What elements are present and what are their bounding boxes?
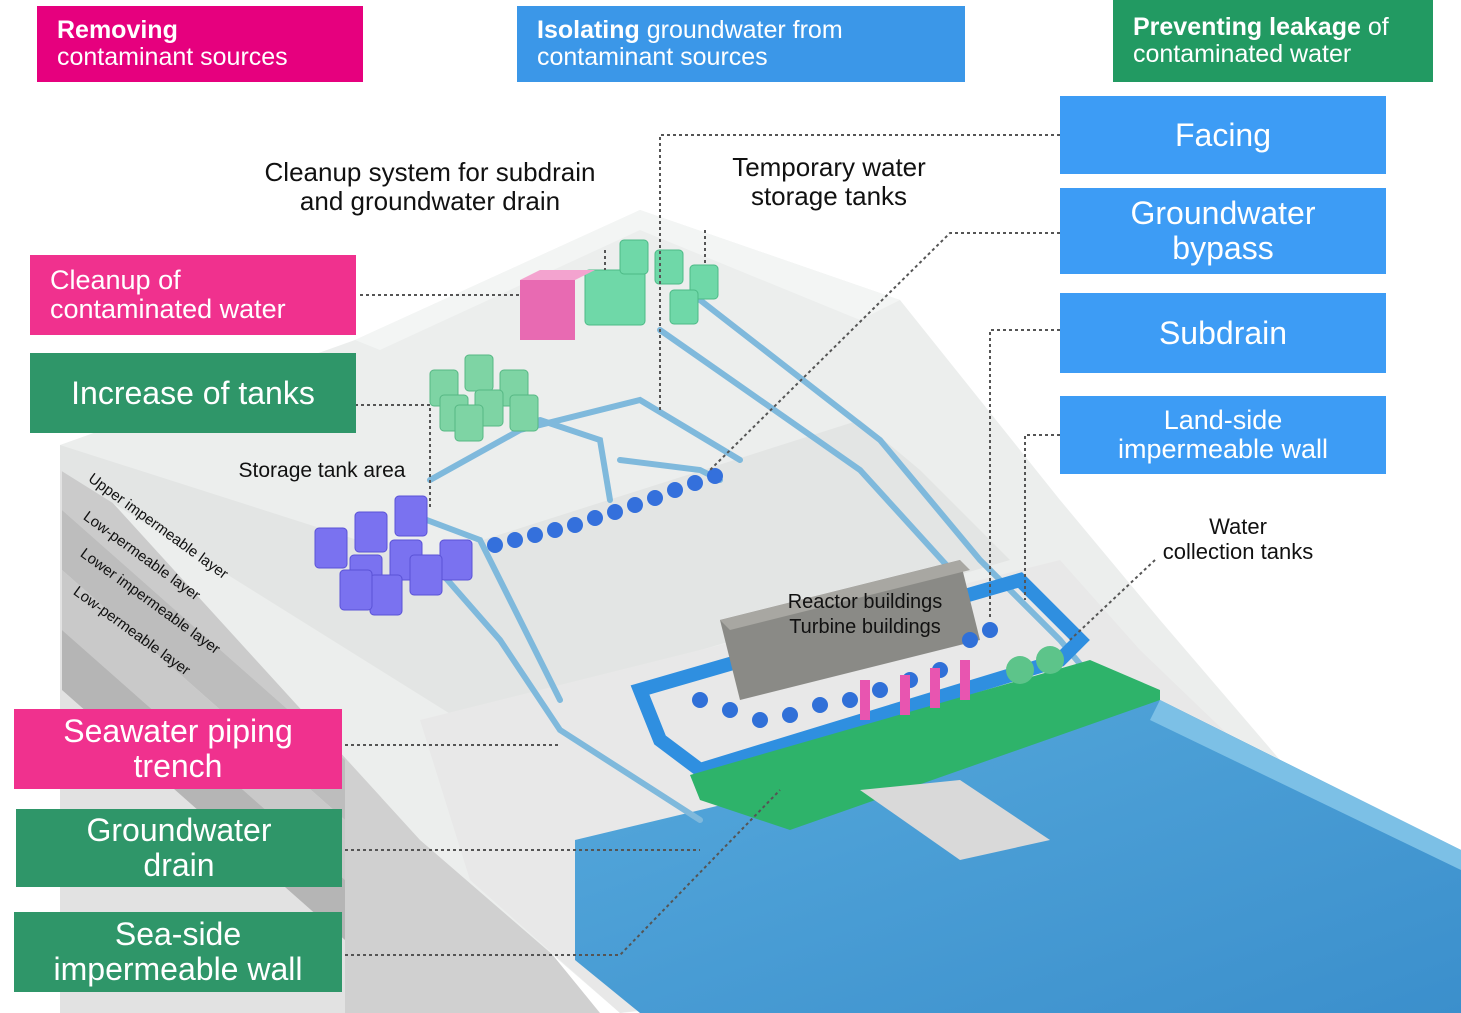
seawater-piping-trench-box: Seawater piping trench bbox=[14, 709, 342, 789]
water-collection-line-2: collection tanks bbox=[1162, 538, 1314, 564]
bypass-line-2: bypass bbox=[1172, 230, 1274, 266]
seawater-line-1: Seawater piping bbox=[63, 713, 293, 750]
preventing-text-2: contaminated water bbox=[1133, 40, 1352, 68]
seawater-trench-markers bbox=[860, 660, 970, 720]
landside-line-2: impermeable wall bbox=[1117, 434, 1329, 464]
landside-line-1: Land-side bbox=[1163, 404, 1283, 435]
groundwater-bypass-box: Groundwater bypass bbox=[1060, 188, 1386, 274]
bypass-line-1: Groundwater bbox=[1130, 195, 1316, 232]
cleanup-line-2: contaminated water bbox=[50, 294, 286, 324]
reactor-buildings-label: Reactor buildings bbox=[787, 591, 943, 613]
subdrain-box: Subdrain bbox=[1060, 293, 1386, 373]
increase-tanks-label: Increase of tanks bbox=[71, 374, 315, 411]
preventing-text-1: of bbox=[1360, 13, 1389, 41]
cleanup-of-contaminated-water-box: Cleanup of contaminated water bbox=[30, 255, 356, 335]
gw-drain-line-1: Groundwater bbox=[86, 812, 272, 849]
isolating-title: Isolating bbox=[537, 16, 640, 44]
temp-tanks-line-1: Temporary water bbox=[732, 152, 926, 182]
increase-of-tanks-box: Increase of tanks bbox=[30, 353, 356, 433]
removing-contaminant-sources-box: Removing contaminant sources bbox=[37, 6, 363, 82]
seaside-line-2: impermeable wall bbox=[53, 951, 303, 987]
cleanup-system-line-2: and groundwater drain bbox=[299, 186, 561, 217]
leader-lines bbox=[345, 134, 1156, 956]
seaside-line-1: Sea-side bbox=[114, 916, 242, 953]
temporary-storage-tanks-label: Temporary water storage tanks bbox=[700, 152, 958, 212]
water-collection-tanks-label: Water collection tanks bbox=[1138, 514, 1338, 564]
cleanup-system-line-1: Cleanup system for subdrain bbox=[264, 157, 596, 187]
removing-title: Removing bbox=[57, 16, 178, 44]
water-collection-line-1: Water bbox=[1209, 514, 1267, 539]
storage-tank-cluster bbox=[314, 495, 473, 616]
cleanup-system-label: Cleanup system for subdrain and groundwa… bbox=[240, 157, 620, 217]
sea-side-impermeable-wall-box: Sea-side impermeable wall bbox=[14, 912, 342, 992]
groundwater-drain-box: Groundwater drain bbox=[16, 809, 342, 887]
temp-tanks-line-2: storage tanks bbox=[750, 181, 908, 212]
isolating-text-1: groundwater from bbox=[639, 16, 843, 44]
reactor-area bbox=[630, 560, 1160, 860]
green-tank-cluster bbox=[429, 354, 539, 442]
sea-area bbox=[575, 700, 1461, 1013]
facing-label: Facing bbox=[1174, 116, 1272, 153]
gw-drain-line-2: drain bbox=[143, 847, 215, 883]
removing-subtitle: contaminant sources bbox=[57, 43, 288, 71]
isolating-groundwater-box: Isolating groundwater from contaminant s… bbox=[517, 6, 965, 82]
storage-tank-area-label: Storage tank area bbox=[238, 459, 406, 482]
water-collection-tank-group bbox=[1006, 646, 1064, 684]
subdrain-label: Subdrain bbox=[1158, 314, 1288, 351]
cleanup-line-1: Cleanup of bbox=[50, 264, 181, 295]
turbine-buildings-label: Turbine buildings bbox=[789, 616, 941, 638]
isolating-text-2: contaminant sources bbox=[537, 43, 768, 71]
temporary-tank-cluster bbox=[584, 239, 719, 326]
blue-tank-row bbox=[487, 468, 723, 553]
cleanup-building bbox=[520, 270, 595, 340]
preventing-leakage-box: Preventing leakage of contaminated water bbox=[1113, 0, 1433, 82]
preventing-title: Preventing leakage bbox=[1133, 13, 1361, 41]
facing-box: Facing bbox=[1060, 96, 1386, 174]
seawater-line-2: trench bbox=[133, 748, 223, 784]
land-side-impermeable-wall-box: Land-side impermeable wall bbox=[1060, 396, 1386, 474]
